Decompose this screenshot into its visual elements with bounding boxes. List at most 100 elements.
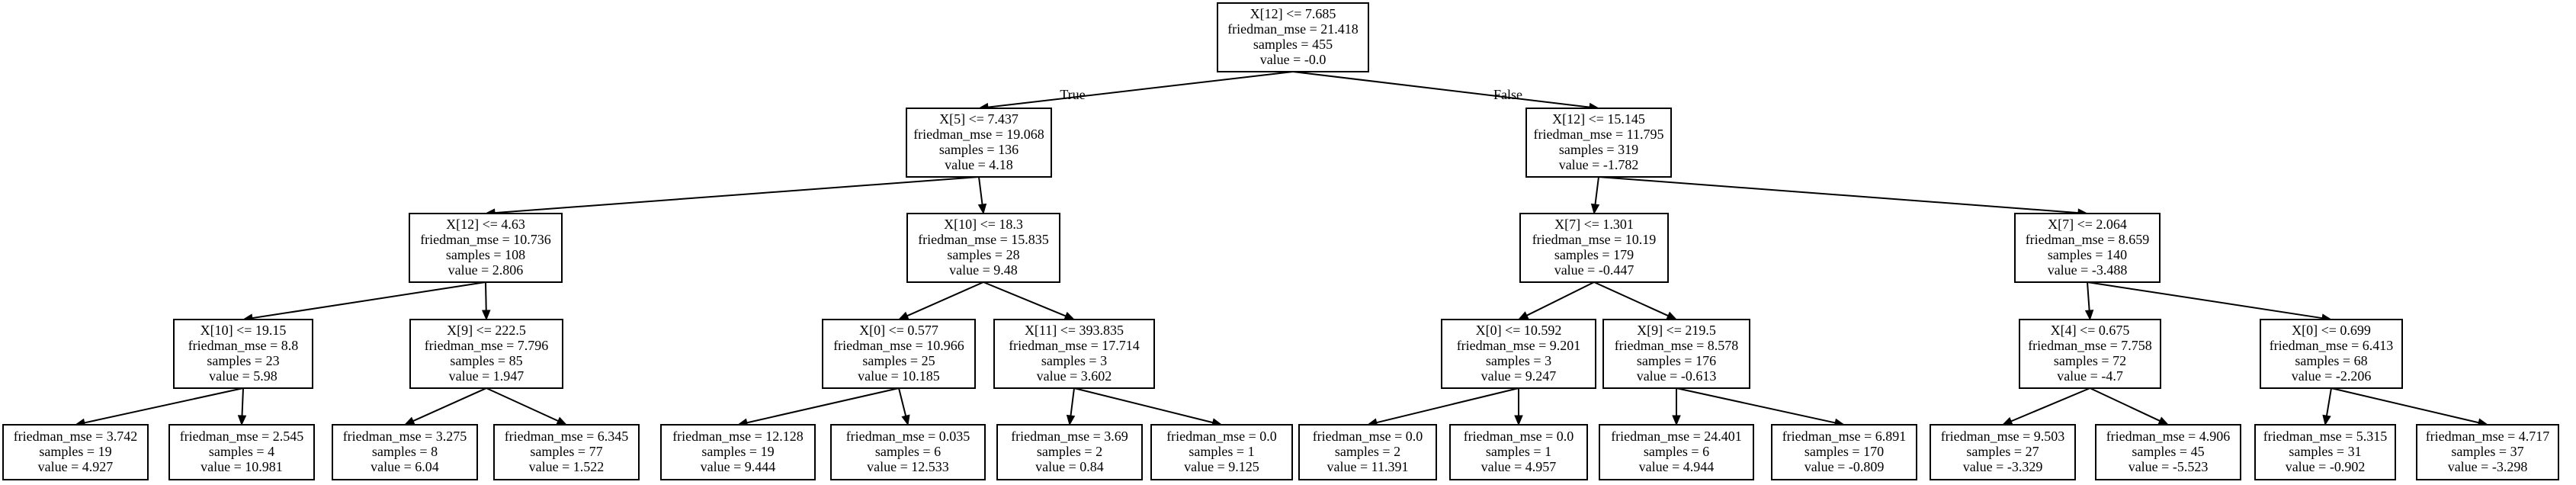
arrowhead-icon xyxy=(1666,311,1678,320)
tree-edge xyxy=(1590,176,1600,215)
edge-line xyxy=(978,176,983,205)
arrowhead-icon xyxy=(1672,415,1681,426)
node-box xyxy=(830,424,986,480)
tree-edge xyxy=(2001,387,2090,426)
node-text-line: friedman_mse = 11.795 xyxy=(1534,127,1664,142)
tree-edge xyxy=(484,176,980,217)
arrowhead-icon xyxy=(556,416,568,426)
edge-line xyxy=(412,387,487,422)
node-box xyxy=(493,424,640,480)
node-text-line: value = 12.533 xyxy=(867,459,949,474)
node-text-line: X[0] <= 0.577 xyxy=(859,323,938,338)
node-box xyxy=(1298,424,1437,480)
node-text-line: value = -0.613 xyxy=(1637,368,1717,384)
node-text-line: value = -3.488 xyxy=(2048,262,2128,278)
tree-edge xyxy=(237,387,247,426)
node-text-line: samples = 108 xyxy=(446,247,525,262)
node-text-line: value = 6.04 xyxy=(371,459,439,474)
node-text-line: X[12] <= 4.63 xyxy=(446,217,525,232)
edge-line xyxy=(2087,281,2090,311)
node-text-line: friedman_mse = 12.128 xyxy=(672,429,804,444)
edge-line xyxy=(1594,176,1599,205)
tree-edge: True xyxy=(977,71,1294,112)
node-text-line: friedman_mse = 4.717 xyxy=(2426,429,2550,444)
tree-edge xyxy=(486,387,568,426)
node-text-line: samples = 27 xyxy=(1966,444,2039,459)
node-text-line: value = -0.809 xyxy=(1804,459,1885,474)
node-text-line: samples = 6 xyxy=(1644,444,1709,459)
node-text-line: value = 10.185 xyxy=(858,368,940,384)
node-box xyxy=(2,424,149,480)
edge-line xyxy=(1292,71,1590,108)
arrowhead-icon xyxy=(403,416,415,426)
node-text-line: samples = 68 xyxy=(2295,353,2367,368)
node-text-line: friedman_mse = 3.69 xyxy=(1011,429,1128,444)
node-text-line: friedman_mse = 8.578 xyxy=(1615,338,1739,353)
tree-edge: False xyxy=(1292,71,1600,112)
node-text-line: friedman_mse = 0.0 xyxy=(1464,429,1574,444)
node-text-line: value = 1.947 xyxy=(449,368,525,384)
node-text-line: samples = 8 xyxy=(372,444,438,459)
tree-edge xyxy=(1517,281,1595,320)
edge-line xyxy=(252,281,486,320)
node-box xyxy=(906,108,1052,178)
node-text-line: value = 10.981 xyxy=(200,459,283,474)
node-box xyxy=(409,213,563,283)
edge-line xyxy=(1676,387,1836,424)
node-box xyxy=(2254,424,2396,480)
node-text-line: X[7] <= 2.064 xyxy=(2048,217,2127,232)
node-text-line: value = -0.902 xyxy=(2286,459,2366,474)
tree-edge xyxy=(1676,387,1846,427)
node-text-line: friedman_mse = 4.906 xyxy=(2106,429,2231,444)
node-text-line: value = -0.0 xyxy=(1260,52,1326,67)
node-text-line: value = 9.247 xyxy=(1481,368,1557,384)
edge-line xyxy=(1526,281,1595,316)
node-text-line: X[4] <= 0.675 xyxy=(2051,323,2130,338)
node-text-line: friedman_mse = 0.0 xyxy=(1166,429,1277,444)
edge-line xyxy=(898,387,907,416)
arrowhead-icon xyxy=(2157,416,2170,426)
node-text-line: X[0] <= 0.699 xyxy=(2292,323,2371,338)
node-box xyxy=(2416,424,2559,480)
node-box xyxy=(2095,424,2241,480)
node-text-line: friedman_mse = 7.758 xyxy=(2028,338,2152,353)
node-text-line: friedman_mse = 17.714 xyxy=(1009,338,1140,353)
node-text-line: value = 9.48 xyxy=(949,262,1018,278)
node-text-line: samples = 2 xyxy=(1335,444,1400,459)
node-text-line: friedman_mse = 5.315 xyxy=(2263,429,2388,444)
arrowhead-icon xyxy=(1063,311,1076,320)
node-text-line: samples = 6 xyxy=(875,444,941,459)
edge-line xyxy=(1593,281,1669,316)
node-text-line: samples = 77 xyxy=(530,444,602,459)
node-text-line: value = -4.7 xyxy=(2057,368,2123,384)
node-text-line: samples = 319 xyxy=(1559,142,1638,157)
edge-line xyxy=(983,281,1067,317)
tree-edge xyxy=(1593,281,1678,320)
edge-line xyxy=(1598,176,2079,214)
node-text-line: value = -3.329 xyxy=(1963,459,2043,474)
node-box xyxy=(1602,319,1750,389)
node-text-line: friedman_mse = 0.035 xyxy=(846,429,970,444)
node-text-line: samples = 170 xyxy=(1804,444,1884,459)
node-text-line: X[12] <= 7.685 xyxy=(1250,6,1336,21)
node-text-line: value = 4.944 xyxy=(1639,459,1715,474)
tree-edge xyxy=(983,281,1076,320)
node-text-line: value = 11.391 xyxy=(1327,459,1409,474)
node-text-line: friedman_mse = 2.545 xyxy=(180,429,304,444)
node-text-line: X[9] <= 222.5 xyxy=(447,323,526,338)
edge-line xyxy=(2325,387,2332,416)
node-text-line: samples = 3 xyxy=(1486,353,1551,368)
node-text-line: friedman_mse = 0.0 xyxy=(1313,429,1423,444)
edge-line xyxy=(1070,387,1075,416)
edge-line xyxy=(2010,387,2090,422)
